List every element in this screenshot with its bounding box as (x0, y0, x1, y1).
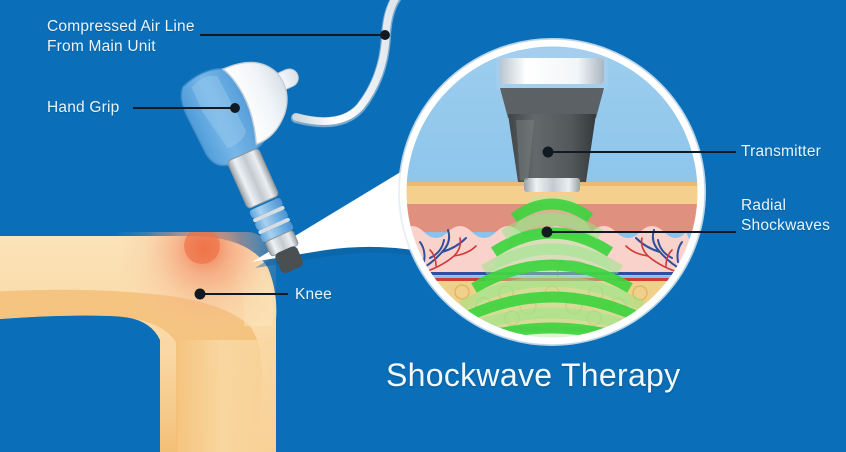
transmitter-head (496, 48, 608, 192)
device-white-body (221, 61, 288, 146)
leader-radial-shockwaves (541, 226, 736, 238)
knee-notch (0, 317, 158, 452)
grip-highlight (191, 75, 247, 149)
leader-compressed-air (200, 30, 390, 40)
label-knee: Knee (295, 286, 332, 303)
compressed-air-hose (291, 0, 402, 128)
label-radial-shockwaves: Radial Shockwaves (741, 197, 831, 234)
label-compressed-air-line: Compressed Air Line From Main Unit (47, 18, 195, 55)
barrel-rings (249, 198, 294, 242)
layer-deep-white (405, 332, 699, 339)
leader-transmitter (542, 146, 736, 158)
shin-shading (178, 340, 276, 452)
magnified-inset (398, 38, 706, 346)
label-transmitter: Transmitter (741, 143, 821, 160)
layer-epidermis (405, 182, 699, 204)
device-tip (275, 246, 304, 274)
device-barrel (227, 148, 279, 209)
vessel-trunk-vein (405, 272, 699, 276)
leader-lines (133, 30, 736, 300)
handpiece-device (180, 61, 304, 274)
label-hand-grip: Hand Grip (47, 99, 120, 116)
leader-hand-grip (133, 103, 240, 113)
leader-knee (194, 288, 288, 300)
pain-glow (114, 232, 276, 344)
leg-illustration (0, 232, 277, 452)
page-title: Shockwave Therapy (386, 357, 681, 393)
